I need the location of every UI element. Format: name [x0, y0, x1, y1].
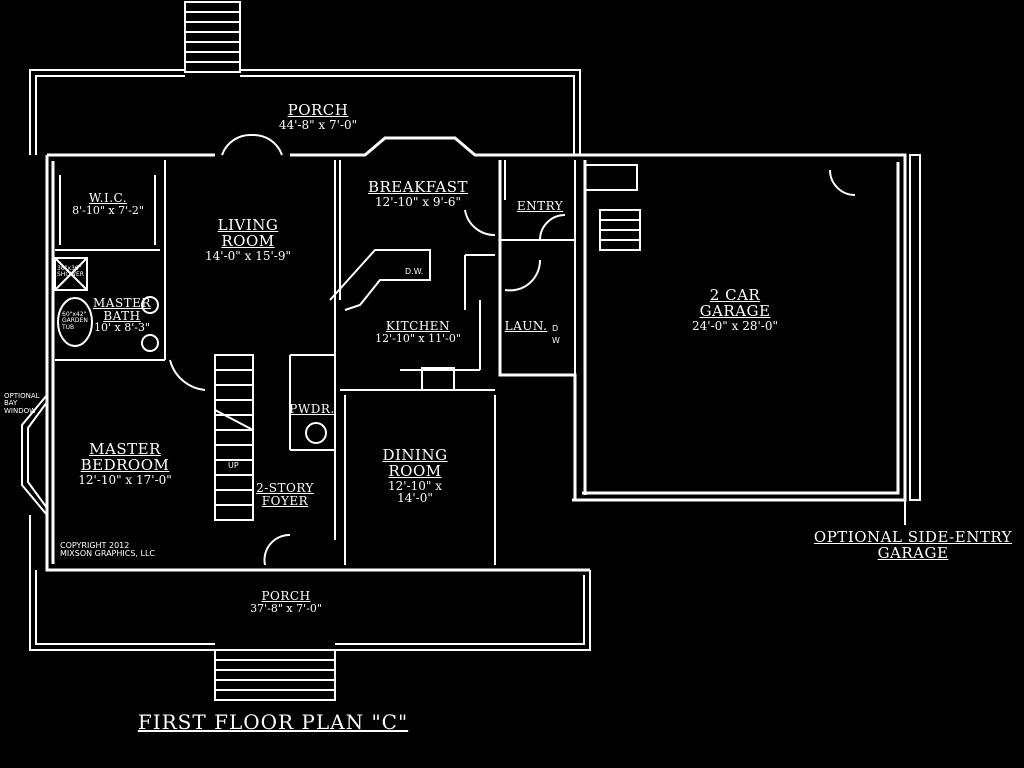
sink — [141, 296, 159, 314]
room-name: MASTER BEDROOM — [80, 440, 170, 474]
optional-garage-note: OPTIONAL SIDE-ENTRY GARAGE — [813, 528, 1013, 562]
room-name: W.I.C. — [88, 191, 128, 205]
bay-window — [21, 394, 48, 516]
garage-walls — [572, 153, 907, 502]
rear-porch-stairs — [184, 1, 241, 73]
bay-window-inner — [27, 401, 48, 509]
optional-side-wall — [904, 154, 921, 525]
room-dimensions: 12'-10" x 14'-0" — [388, 478, 442, 506]
entry-label: ENTRY — [517, 200, 563, 213]
room-dimensions: 24'-0" x 28'-0" — [692, 318, 778, 333]
room-name: BREAKFAST — [367, 178, 469, 196]
room-name: LIVING ROOM — [217, 216, 279, 250]
room-name: PWDR. — [289, 402, 335, 416]
room-name: PORCH — [261, 589, 311, 603]
bay-window-label: OPTIONAL BAY WINDOW — [4, 392, 40, 415]
front-porch-railing — [29, 515, 591, 651]
dishwasher-label: D.W. — [405, 267, 424, 276]
kitchen-counter — [329, 249, 431, 311]
wic-label: W.I.C.8'-10" x 7'-2" — [72, 192, 144, 216]
range — [421, 367, 455, 391]
room-dimensions: 37'-8" x 7'-0" — [250, 601, 322, 615]
plan-title: FIRST FLOOR PLAN "C" — [137, 710, 409, 734]
washer-label: W — [552, 336, 560, 345]
room-dimensions: 8'-10" x 7'-2" — [72, 203, 144, 217]
room-name: 2-STORY FOYER — [256, 481, 314, 508]
room-dimensions: 12'-10" x 17'-0" — [78, 472, 172, 487]
powder-sink — [305, 422, 327, 444]
room-dimensions: 12'-10" x 9'-6" — [375, 194, 461, 209]
room-name: KITCHEN — [385, 319, 451, 333]
room-dimensions: 14'-0" x 15'-9" — [205, 248, 291, 263]
rear-porch-railing — [29, 69, 581, 155]
room-name: LAUN. — [504, 319, 548, 333]
shower-cross — [54, 257, 88, 291]
powder-label: PWDR. — [289, 403, 334, 416]
main-stairs — [214, 354, 254, 521]
sink — [141, 334, 159, 352]
room-dimensions: 12'-10" x 11'-0" — [375, 331, 461, 345]
room-name: MASTER BATH — [93, 296, 151, 323]
copyright: COPYRIGHT 2012 MIXSON GRAPHICS, LLC — [60, 541, 155, 559]
exterior-walls — [45, 136, 590, 572]
garden-tub — [57, 297, 93, 347]
garage-steps — [584, 164, 641, 251]
tub-label: 60"x42" GARDEN TUB — [62, 311, 88, 331]
shower — [54, 257, 88, 291]
foyer-label: 2-STORY FOYER — [255, 482, 315, 507]
room-name: ENTRY — [516, 199, 564, 213]
laundry-label: LAUN. — [505, 320, 548, 333]
front-porch-stairs — [214, 649, 336, 701]
doors — [169, 133, 856, 566]
room-dimensions: 44'-8" x 7'-0" — [278, 117, 358, 132]
room-name: PORCH — [287, 101, 349, 119]
stairs-up-label: UP — [228, 461, 239, 470]
room-name: DINING ROOM — [382, 446, 448, 480]
interior-walls — [55, 160, 576, 565]
room-dimensions: 10' x 8'-3" — [93, 321, 150, 335]
shower-label: 36"x36" SHOWER — [57, 265, 84, 279]
room-name: 2 CAR GARAGE — [699, 286, 771, 320]
dryer-label: D — [552, 324, 559, 333]
